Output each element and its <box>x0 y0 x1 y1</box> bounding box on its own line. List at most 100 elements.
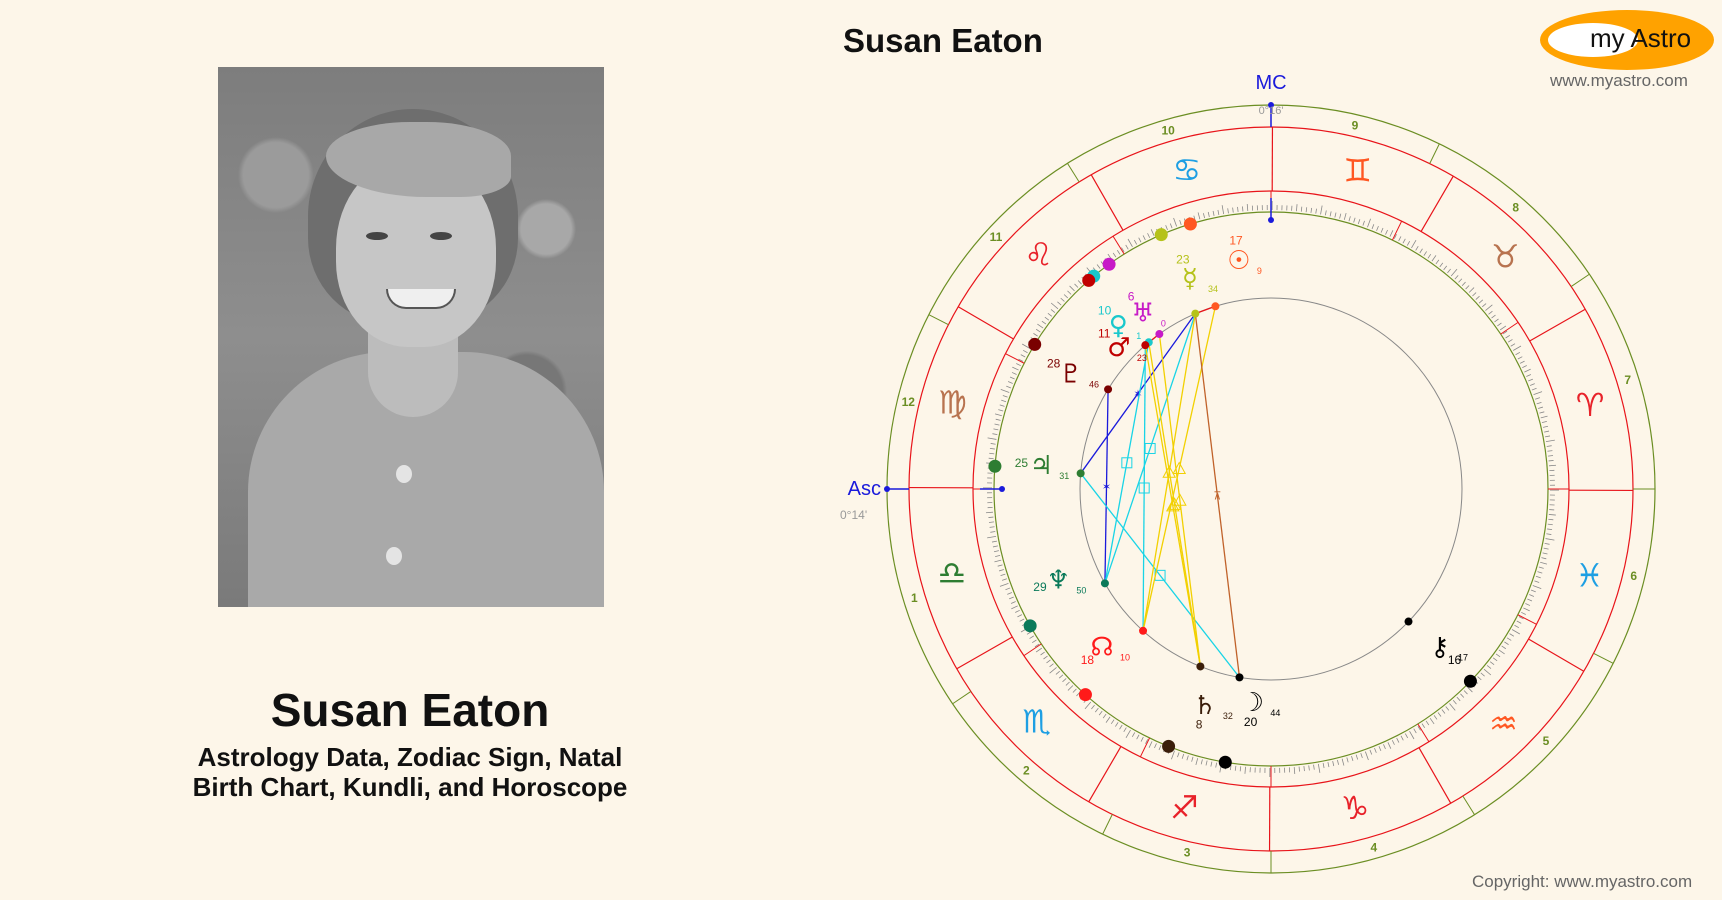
sign-glyph-capricorn-icon: ♑ <box>1341 789 1370 827</box>
degree-tick <box>1517 356 1523 360</box>
degree-tick <box>1112 252 1117 258</box>
aspect-line-square <box>1080 472 1240 678</box>
house-number-5: 5 <box>1543 734 1550 748</box>
degree-tick <box>1488 310 1493 315</box>
degree-tick <box>1096 264 1101 269</box>
sign-glyph-gemini-icon: ♊ <box>1343 152 1372 190</box>
sign-glyph-aquarius-icon: ♒ <box>1489 704 1518 742</box>
degree-tick <box>1332 761 1335 767</box>
degree-tick <box>1541 421 1547 423</box>
sign-ring-outer <box>908 126 1634 852</box>
degree-tick <box>1239 766 1242 772</box>
degree-tick <box>990 443 996 445</box>
degree-tick <box>1339 213 1342 219</box>
degree-tick <box>1483 668 1492 676</box>
degree-tick <box>989 526 995 528</box>
sign-divider <box>1528 638 1585 672</box>
logo-text: my Astro <box>1590 23 1692 53</box>
degree-tick <box>1244 766 1246 774</box>
degree-tick <box>1456 696 1461 702</box>
planet-glyph-pluto-icon: ♇ <box>1059 360 1082 390</box>
degree-tick <box>1411 239 1417 249</box>
degree-tick <box>1545 439 1555 443</box>
house-cusp-inner-line <box>1112 236 1125 255</box>
degree-tick <box>1169 223 1173 229</box>
degree-tick <box>1445 706 1450 711</box>
degree-tick <box>1543 425 1549 428</box>
planet-aspect-point-neptune <box>1100 579 1109 588</box>
planet-minute-jupiter: 31 <box>1059 471 1069 481</box>
trine-aspect-icon <box>1167 497 1182 510</box>
degree-tick <box>987 437 997 440</box>
house-cusp-inner-line <box>1391 220 1403 241</box>
degree-tick <box>1450 268 1458 277</box>
planet-marker-chiron <box>1463 674 1477 688</box>
degree-tick <box>1378 746 1382 752</box>
degree-tick <box>1545 435 1551 438</box>
degree-tick <box>1322 763 1325 769</box>
house-cusp-inner-line <box>1005 353 1025 364</box>
sign-divider <box>1090 174 1124 231</box>
degree-tick <box>1529 594 1535 597</box>
planet-glyph-uranus-icon: ♅ <box>1131 299 1154 329</box>
planet-minute-mercury: 34 <box>1208 284 1218 294</box>
planet-aspect-point-jupiter <box>1076 469 1085 478</box>
degree-tick <box>1492 657 1498 662</box>
degree-tick <box>1136 734 1140 740</box>
degree-tick <box>1074 283 1079 288</box>
house-number-2: 2 <box>1023 764 1030 778</box>
degree-tick <box>1512 345 1522 351</box>
planet-marker-sun <box>1183 217 1197 231</box>
degree-tick <box>998 569 1004 572</box>
photo-eye-left <box>366 232 388 240</box>
degree-tick <box>1477 676 1482 681</box>
sign-divider <box>1529 308 1586 342</box>
degree-tick <box>1402 238 1406 244</box>
degree-tick <box>1105 716 1111 723</box>
degree-tick <box>1131 732 1136 738</box>
degree-tick <box>1530 589 1536 593</box>
degree-tick <box>1035 647 1043 653</box>
degree-tick <box>1019 618 1025 622</box>
degree-tick <box>1158 745 1162 751</box>
myastro-logo[interactable]: my Astro <box>1540 10 1714 70</box>
degree-tick <box>1389 230 1394 237</box>
degree-tick <box>1423 251 1427 256</box>
planet-aspect-point-north-node <box>1139 626 1148 635</box>
photo-fringe <box>326 122 511 197</box>
degree-tick <box>1353 217 1356 223</box>
degree-tick <box>987 535 997 539</box>
degree-tick <box>1454 275 1459 280</box>
degree-tick <box>1540 561 1548 565</box>
degree-tick <box>1308 765 1310 771</box>
degree-tick <box>1044 316 1050 321</box>
degree-tick <box>1449 703 1456 711</box>
planet-minute-moon: 44 <box>1270 708 1280 718</box>
degree-tick <box>1348 216 1351 222</box>
degree-tick <box>1181 753 1185 759</box>
degree-tick <box>1443 265 1448 271</box>
planet-glyph-venus-icon: ♀ <box>1109 311 1128 341</box>
degree-tick <box>1549 464 1557 467</box>
degree-tick <box>990 531 996 533</box>
degree-tick <box>988 516 994 518</box>
site-url-link[interactable]: www.myastro.com <box>1550 71 1688 90</box>
planet-aspect-point-sun <box>1211 302 1220 311</box>
degree-tick <box>1475 295 1480 300</box>
planet-glyph-sun-icon: ☉ <box>1227 246 1250 276</box>
degree-tick <box>1298 766 1300 772</box>
planet-minute-uranus: 0 <box>1161 319 1166 329</box>
house-cusp-inner-line <box>1500 321 1519 335</box>
degree-tick <box>1165 225 1168 231</box>
sign-divider <box>1418 747 1452 804</box>
sign-divider <box>956 636 1013 670</box>
degree-tick <box>1376 225 1379 231</box>
degree-tick <box>1148 741 1153 748</box>
degree-tick <box>1002 395 1008 398</box>
degree-tick <box>1521 611 1526 615</box>
degree-tick <box>999 582 1009 587</box>
degree-tick <box>1060 297 1065 302</box>
planet-glyph-saturn-icon: ♄ <box>1193 691 1216 721</box>
degree-tick <box>1523 607 1530 612</box>
degree-tick <box>1452 700 1457 705</box>
